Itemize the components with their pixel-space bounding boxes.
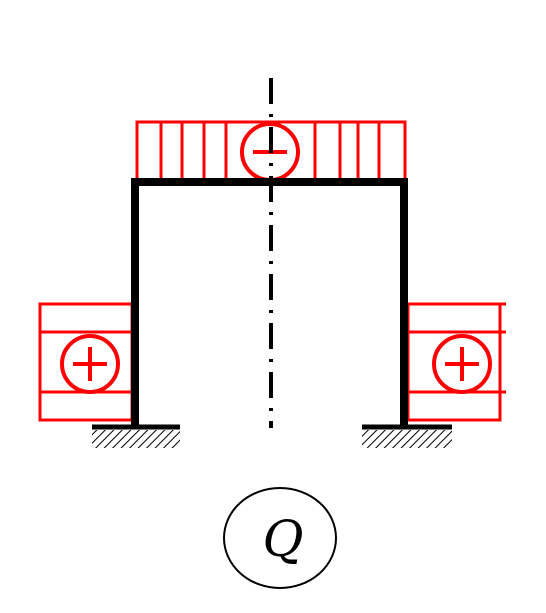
left-plus-sign-badge: +: [60, 334, 120, 394]
left-fixed-support: [92, 424, 180, 448]
right-plus-sign-badge: +: [432, 334, 492, 394]
diagram-label-badge: Q: [223, 487, 337, 589]
right-fixed-support: [362, 424, 452, 448]
diagram-label: Q: [263, 510, 304, 568]
